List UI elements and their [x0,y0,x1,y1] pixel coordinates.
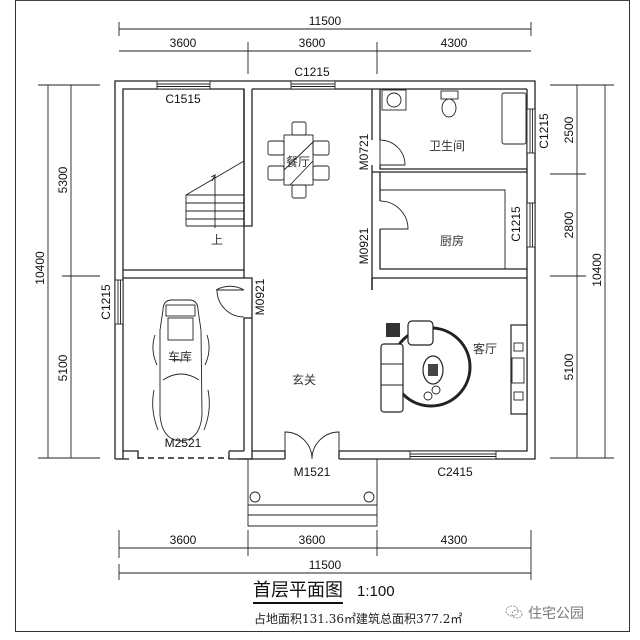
stair-up-label: 上 [211,233,223,247]
room-labels: 餐厅 卫生间 厨房 车库 玄关 客厅 [168,139,497,387]
dim-right-seg-2: 2800 [562,211,576,238]
window-c1215-garage [114,279,124,325]
dim-left-seg-2: 5100 [56,354,70,381]
drawing-frame [15,0,630,632]
top-dimensions: 11500 3600 3600 4300 [118,14,532,74]
room-dining: 餐厅 [286,154,310,169]
area-note: 占地面积131.36㎡建筑总面积377.2㎡ [254,612,463,626]
staircase: 上 [185,160,245,247]
label-door-kitchen: M0921 [357,227,371,264]
dim-bottom-total: 11500 [309,558,342,572]
right-dimensions: 2500 2800 5100 10400 [550,84,614,459]
label-window-living: C2415 [437,465,473,479]
living-room-furniture [380,320,528,415]
label-door-bath: M0721 [357,133,371,170]
interior-walls [123,89,528,460]
bathroom-fixtures [381,89,527,145]
door-swings [215,139,409,460]
window-c2415 [409,450,497,460]
drawing-title: 首层平面图 [253,580,343,604]
dim-right-total: 10400 [590,253,604,287]
windows [114,80,536,460]
dining-table [267,121,330,199]
label-door-entry: M1521 [294,465,331,479]
window-c1215-bath [526,108,536,154]
label-window-kitchen: C1215 [509,206,523,242]
room-foyer: 玄关 [292,372,316,387]
car-icon [152,299,210,442]
room-bathroom: 卫生间 [429,139,465,153]
dim-top-seg-3: 4300 [441,36,468,50]
wechat-icon [505,604,523,620]
label-door-garage-inner: M0921 [253,278,267,315]
dim-right-seg-1: 2500 [562,116,576,143]
window-c1515 [156,80,211,90]
label-window-bath: C1215 [537,113,551,149]
bottom-dimensions: 3600 3600 4300 11500 [118,530,532,580]
room-kitchen: 厨房 [440,233,464,248]
window-c1215-dining [290,80,336,90]
room-garage: 车库 [168,349,192,364]
dim-top-seg-2: 3600 [299,36,326,50]
watermark: 住宅公园 [528,606,584,622]
dim-left-seg-1: 5300 [56,166,70,193]
dim-top-seg-1: 3600 [170,36,197,50]
room-living: 客厅 [473,341,497,356]
dim-top-total: 11500 [309,14,342,28]
dim-left-total: 10400 [33,251,47,285]
opening-labels: C1515 C1215 C1215 C1215 C1215 C2415 M072… [99,65,551,479]
dim-right-seg-3: 5100 [562,353,576,380]
label-window-dining: C1215 [294,65,330,79]
left-dimensions: 10400 5300 5100 [33,84,100,459]
dim-bottom-seg-2: 3600 [299,533,326,547]
drawing-scale: 1:100 [357,583,395,600]
dim-bottom-seg-3: 4300 [441,533,468,547]
label-window-stair: C1515 [165,92,201,106]
entry-porch [247,459,378,527]
dim-bottom-seg-1: 3600 [170,533,197,547]
label-door-garage: M2521 [165,436,202,450]
exterior-walls [114,80,536,460]
window-c1215-kitchen [526,202,536,248]
label-window-garage: C1215 [99,284,113,320]
